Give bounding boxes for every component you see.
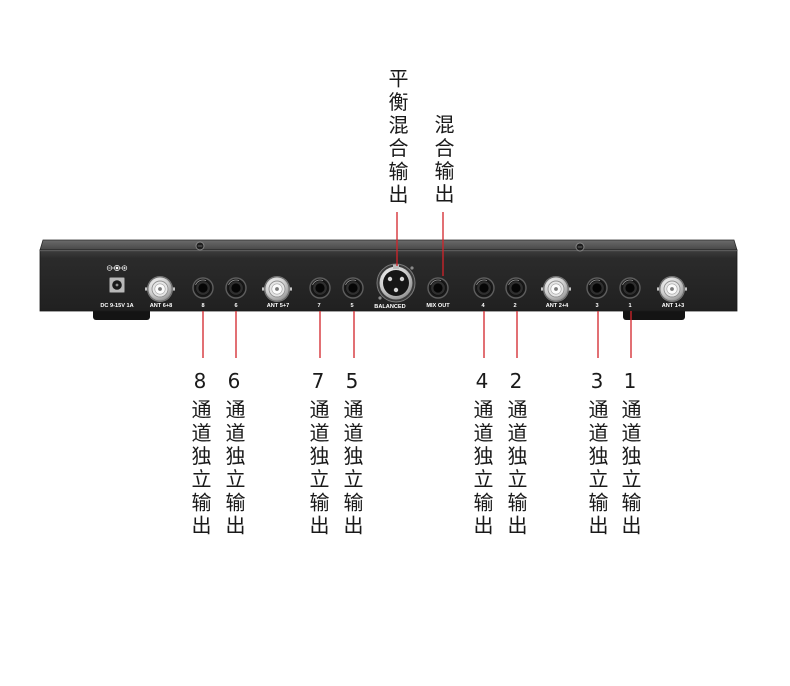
channel-callout: 7 通道独立输出 <box>306 369 330 539</box>
channel-callout-label: 通道独立输出 <box>222 399 246 539</box>
channel-callout: 4 通道独立输出 <box>470 369 494 539</box>
dc-jack-pin <box>115 283 119 287</box>
jack-label: 1 <box>628 303 631 309</box>
jack-label: 7 <box>317 303 320 309</box>
output-jack-3 <box>586 277 608 299</box>
mix-out-label: MIX OUT <box>426 303 450 309</box>
channel-callout: 8 通道独立输出 <box>188 369 212 539</box>
channel-number: 4 <box>475 369 489 393</box>
channel-callout-label: 通道独立输出 <box>504 399 528 539</box>
channel-number: 2 <box>509 369 523 393</box>
channel-callout-label: 通道独立输出 <box>470 399 494 539</box>
screw-icon <box>195 241 205 251</box>
output-jack-7 <box>309 277 331 299</box>
antenna-label: ANT 1+3 <box>662 303 685 309</box>
channel-callout-label: 通道独立输出 <box>618 399 642 539</box>
output-jack-5 <box>342 277 364 299</box>
channel-callout-label: 通道独立输出 <box>306 399 330 539</box>
channel-number: 5 <box>345 369 359 393</box>
output-jack-1 <box>619 277 641 299</box>
channel-number: 8 <box>193 369 207 393</box>
channel-callout-label: 通道独立输出 <box>585 399 609 539</box>
channel-number: 1 <box>623 369 637 393</box>
channel-number: 3 <box>590 369 604 393</box>
channel-callout: 1 通道独立输出 <box>618 369 642 539</box>
jack-label: 6 <box>234 303 237 309</box>
channel-number: 7 <box>311 369 325 393</box>
channel-callout: 6 通道独立输出 <box>222 369 246 539</box>
device-top-surface <box>39 239 738 251</box>
antenna-label: ANT 6+8 <box>150 303 173 309</box>
jack-label: 8 <box>201 303 204 309</box>
screw-icon <box>575 242 585 252</box>
mix-output-callout: 混合输出 <box>431 114 455 207</box>
output-jack-8 <box>192 277 214 299</box>
channel-callout: 3 通道独立输出 <box>585 369 609 539</box>
output-jack-2 <box>505 277 527 299</box>
dc-power-input: DC 9-15V 1A <box>100 265 134 309</box>
jack-label: 5 <box>350 303 353 309</box>
jack-label: 2 <box>513 303 516 309</box>
antenna-label: ANT 5+7 <box>267 303 290 309</box>
mix-out-jack <box>427 277 449 299</box>
channel-callout: 2 通道独立输出 <box>504 369 528 539</box>
balanced-label: BALANCED <box>374 304 405 310</box>
dc-polarity-icon <box>106 265 128 271</box>
output-jack-6 <box>225 277 247 299</box>
channel-callout-label: 通道独立输出 <box>340 399 364 539</box>
jack-label: 4 <box>481 303 485 309</box>
output-jack-4 <box>473 277 495 299</box>
balanced-xlr-connector <box>376 263 416 303</box>
channel-number: 6 <box>227 369 241 393</box>
jack-label: 3 <box>595 303 598 309</box>
antenna-label: ANT 2+4 <box>546 303 569 309</box>
balanced-mix-output-callout: 平衡混合输出 <box>385 68 409 208</box>
channel-callout-label: 通道独立输出 <box>188 399 212 539</box>
front-face-highlight <box>40 250 737 252</box>
channel-callout: 5 通道独立输出 <box>340 369 364 539</box>
dc-power-label: DC 9-15V 1A <box>100 303 133 309</box>
